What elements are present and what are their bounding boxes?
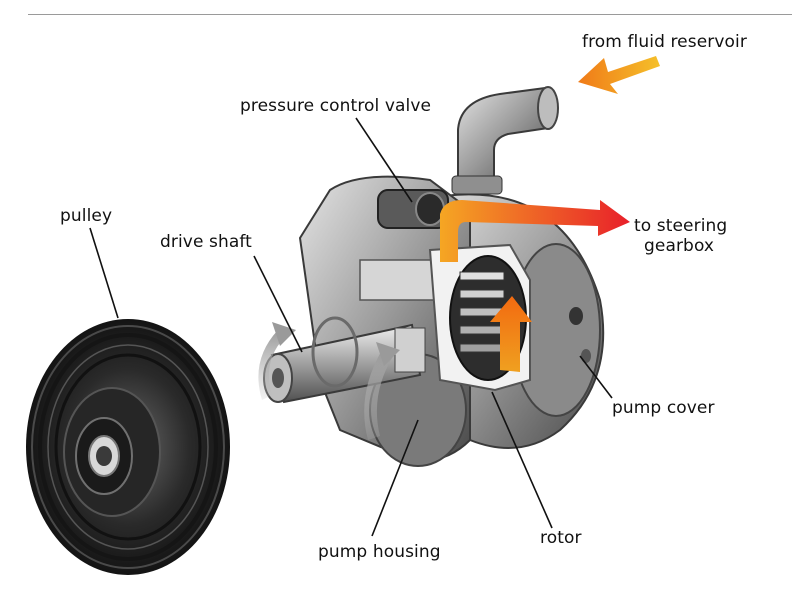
label-to-steering: to steering [634, 216, 728, 236]
flow-arrow-from-reservoir [578, 56, 660, 94]
drive-shaft-illustration [263, 316, 426, 404]
flow-arrow-inside-rotor [490, 296, 532, 372]
pressure-valve-illustration [377, 189, 449, 229]
label-pulley: pulley [60, 206, 113, 226]
label-pressure-control-valve: pressure control valve [240, 96, 432, 116]
rotation-arrow-housing [364, 342, 400, 440]
inlet-pipe-illustration [451, 86, 559, 195]
label-rotor: rotor [540, 528, 582, 548]
pulley-illustration [26, 319, 230, 575]
label-pump-cover: pump cover [612, 398, 715, 418]
label-drive-shaft: drive shaft [160, 232, 252, 252]
label-gearbox: gearbox [644, 236, 715, 256]
flow-arrow-to-gearbox [440, 200, 630, 262]
label-pump-housing: pump housing [318, 542, 441, 562]
top-divider [28, 14, 792, 15]
leader-lines [89, 117, 613, 537]
label-from-fluid-reservoir: from fluid reservoir [582, 32, 747, 52]
